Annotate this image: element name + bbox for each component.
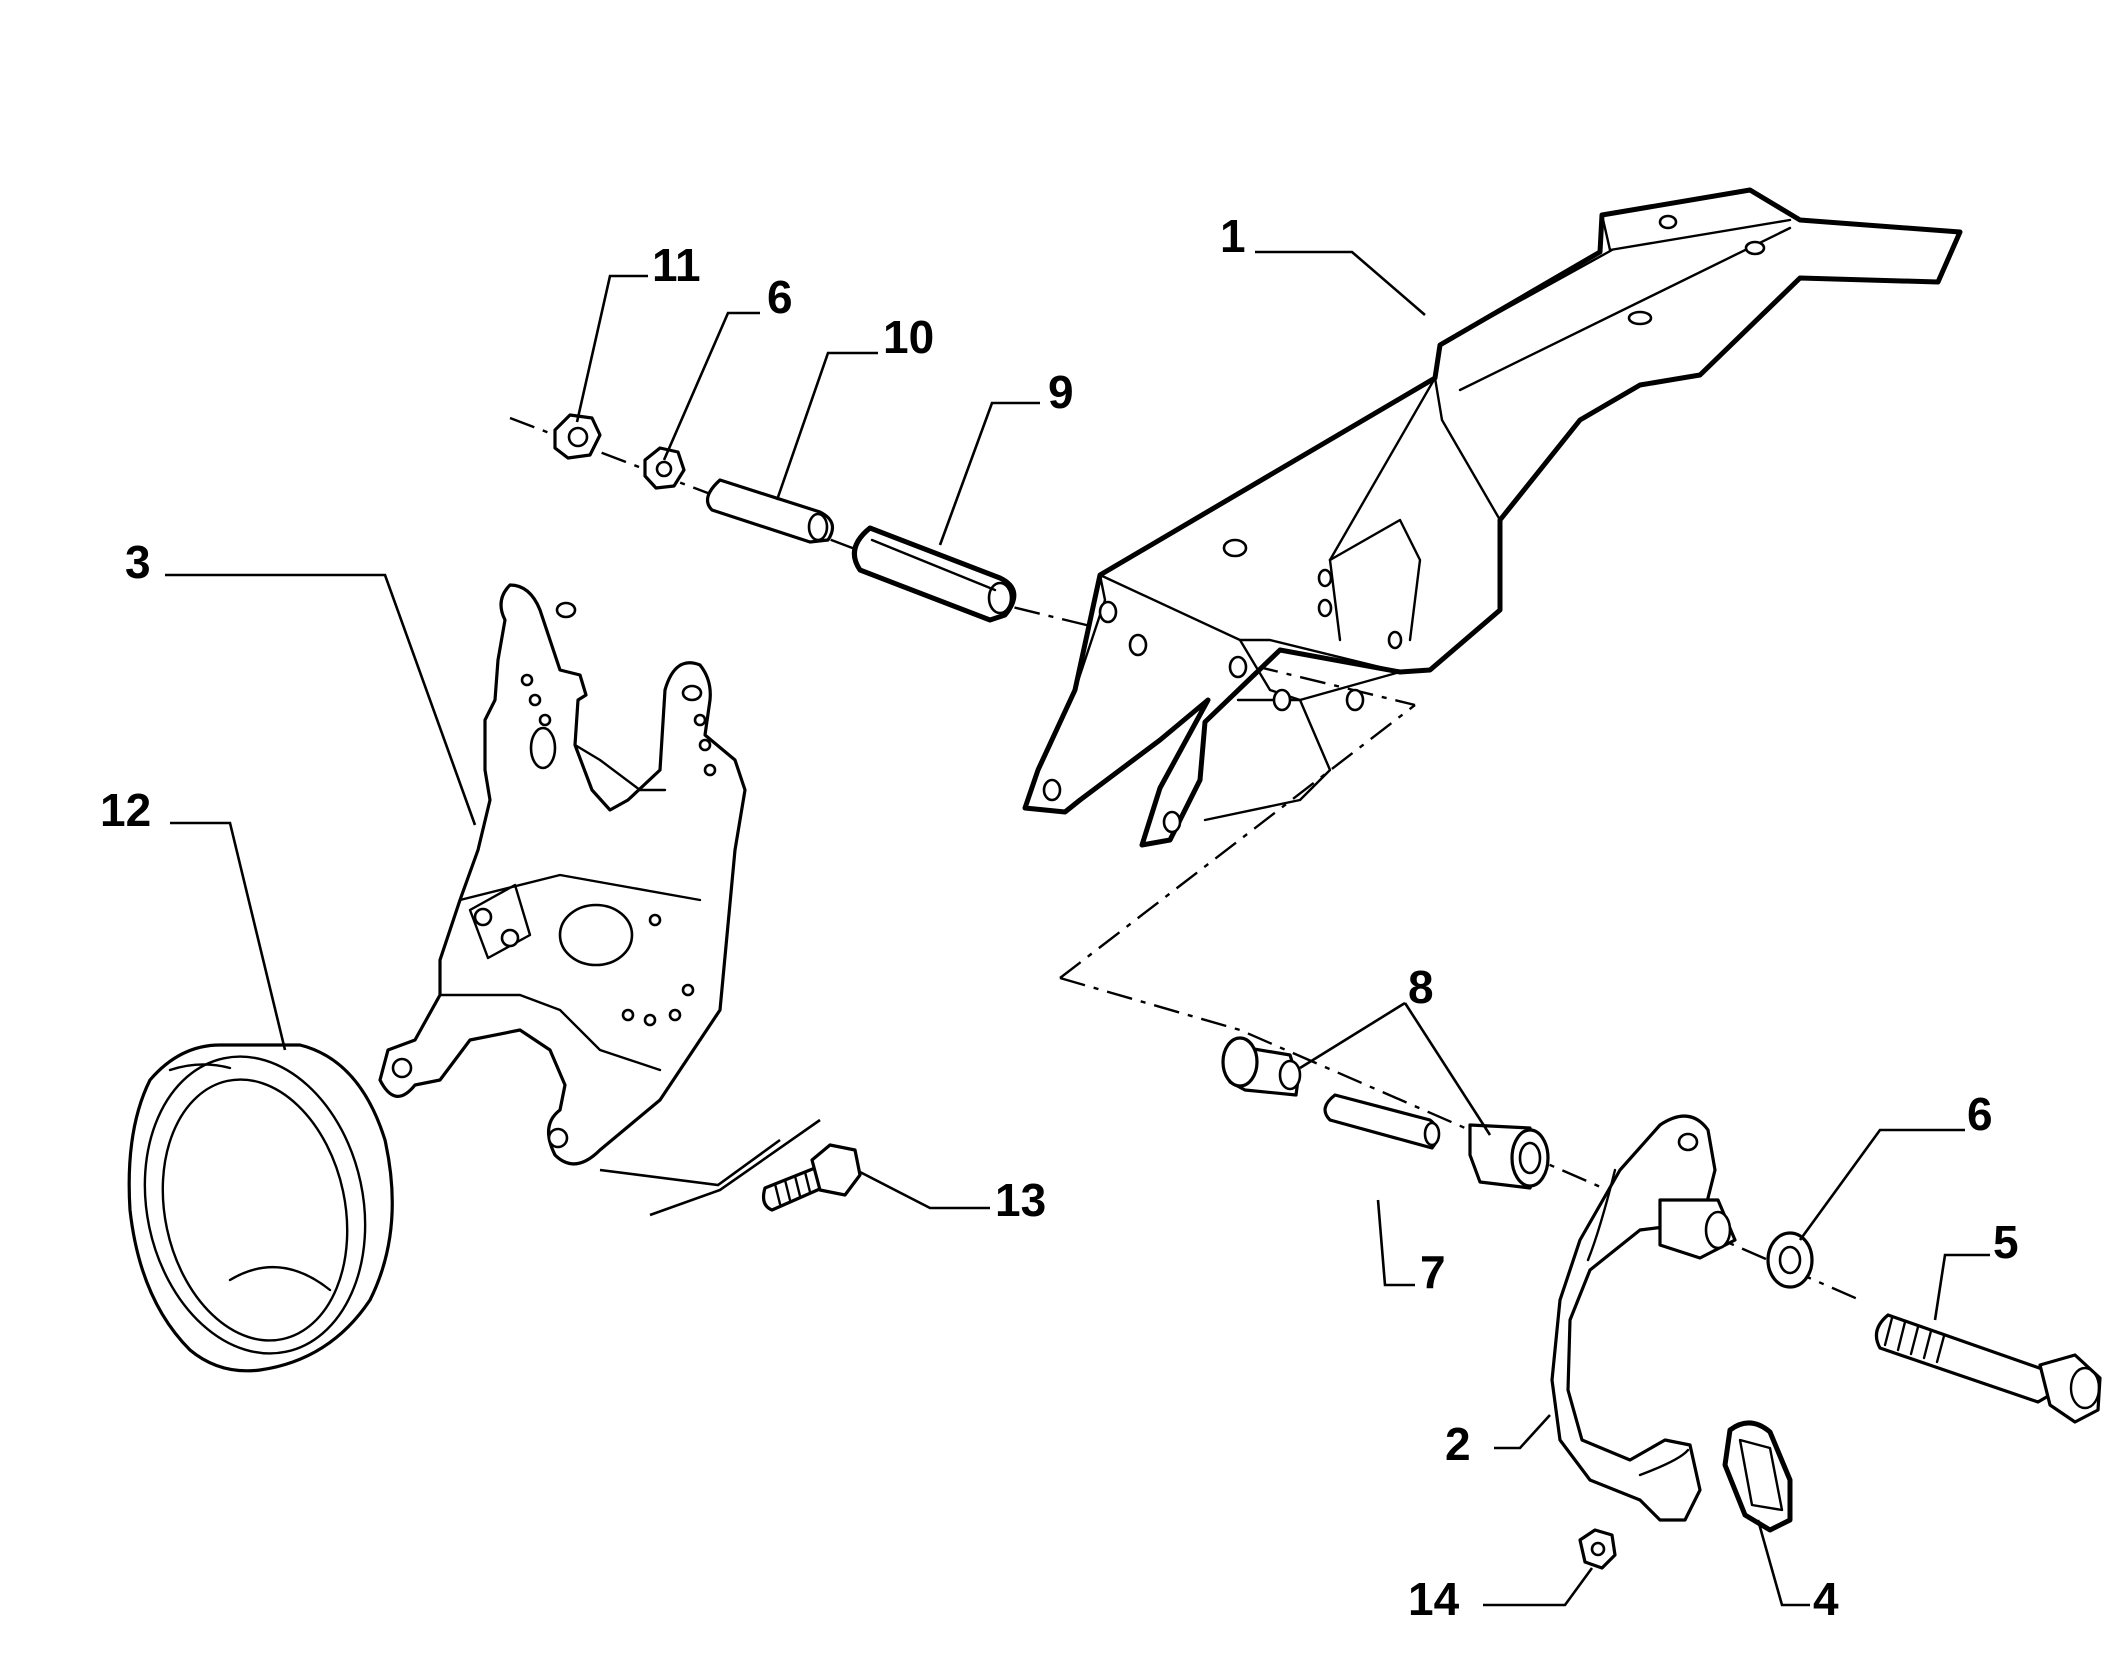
callout-2: 2 xyxy=(1445,1418,1471,1470)
flanged-bushing-8b xyxy=(1468,1123,1550,1190)
callout-7: 7 xyxy=(1420,1246,1446,1298)
callout-6-upper: 6 xyxy=(767,271,793,323)
callout-8: 8 xyxy=(1408,961,1434,1013)
callout-10: 10 xyxy=(883,311,934,363)
pivot-pin-7 xyxy=(1323,1093,1441,1150)
small-nut-14 xyxy=(1578,1528,1617,1570)
washer-6-upper xyxy=(643,446,686,490)
leader-lines xyxy=(165,250,1990,1607)
spacer-tube-10 xyxy=(705,478,835,544)
callout-1: 1 xyxy=(1220,210,1246,262)
rubber-boot-ring xyxy=(127,1043,394,1373)
washer-6-lower xyxy=(1766,1231,1814,1289)
pedal-pad-4 xyxy=(1722,1420,1793,1533)
pedal-support-bracket xyxy=(1022,187,1963,848)
callout-labels: 1 2 3 4 5 6 6 7 8 9 10 11 12 13 14 xyxy=(100,210,2019,1625)
flanged-bushing-8a xyxy=(1221,1036,1302,1097)
bolt-13 xyxy=(761,1143,862,1212)
callout-5: 5 xyxy=(1993,1216,2019,1268)
callout-13: 13 xyxy=(995,1174,1046,1226)
callout-6-lower: 6 xyxy=(1967,1088,1993,1140)
pedal-lever-2 xyxy=(1550,1114,1737,1522)
callout-12: 12 xyxy=(100,784,151,836)
callout-3: 3 xyxy=(125,536,151,588)
pivot-bolt-5 xyxy=(1874,1313,2102,1424)
callout-14: 14 xyxy=(1408,1573,1460,1625)
callout-9: 9 xyxy=(1048,366,1074,418)
pivot-sleeve-9 xyxy=(851,525,1017,623)
callout-11: 11 xyxy=(652,239,701,291)
callout-4: 4 xyxy=(1813,1573,1839,1625)
hex-nut-11 xyxy=(553,413,602,460)
pedal-mounting-plate xyxy=(378,583,747,1166)
